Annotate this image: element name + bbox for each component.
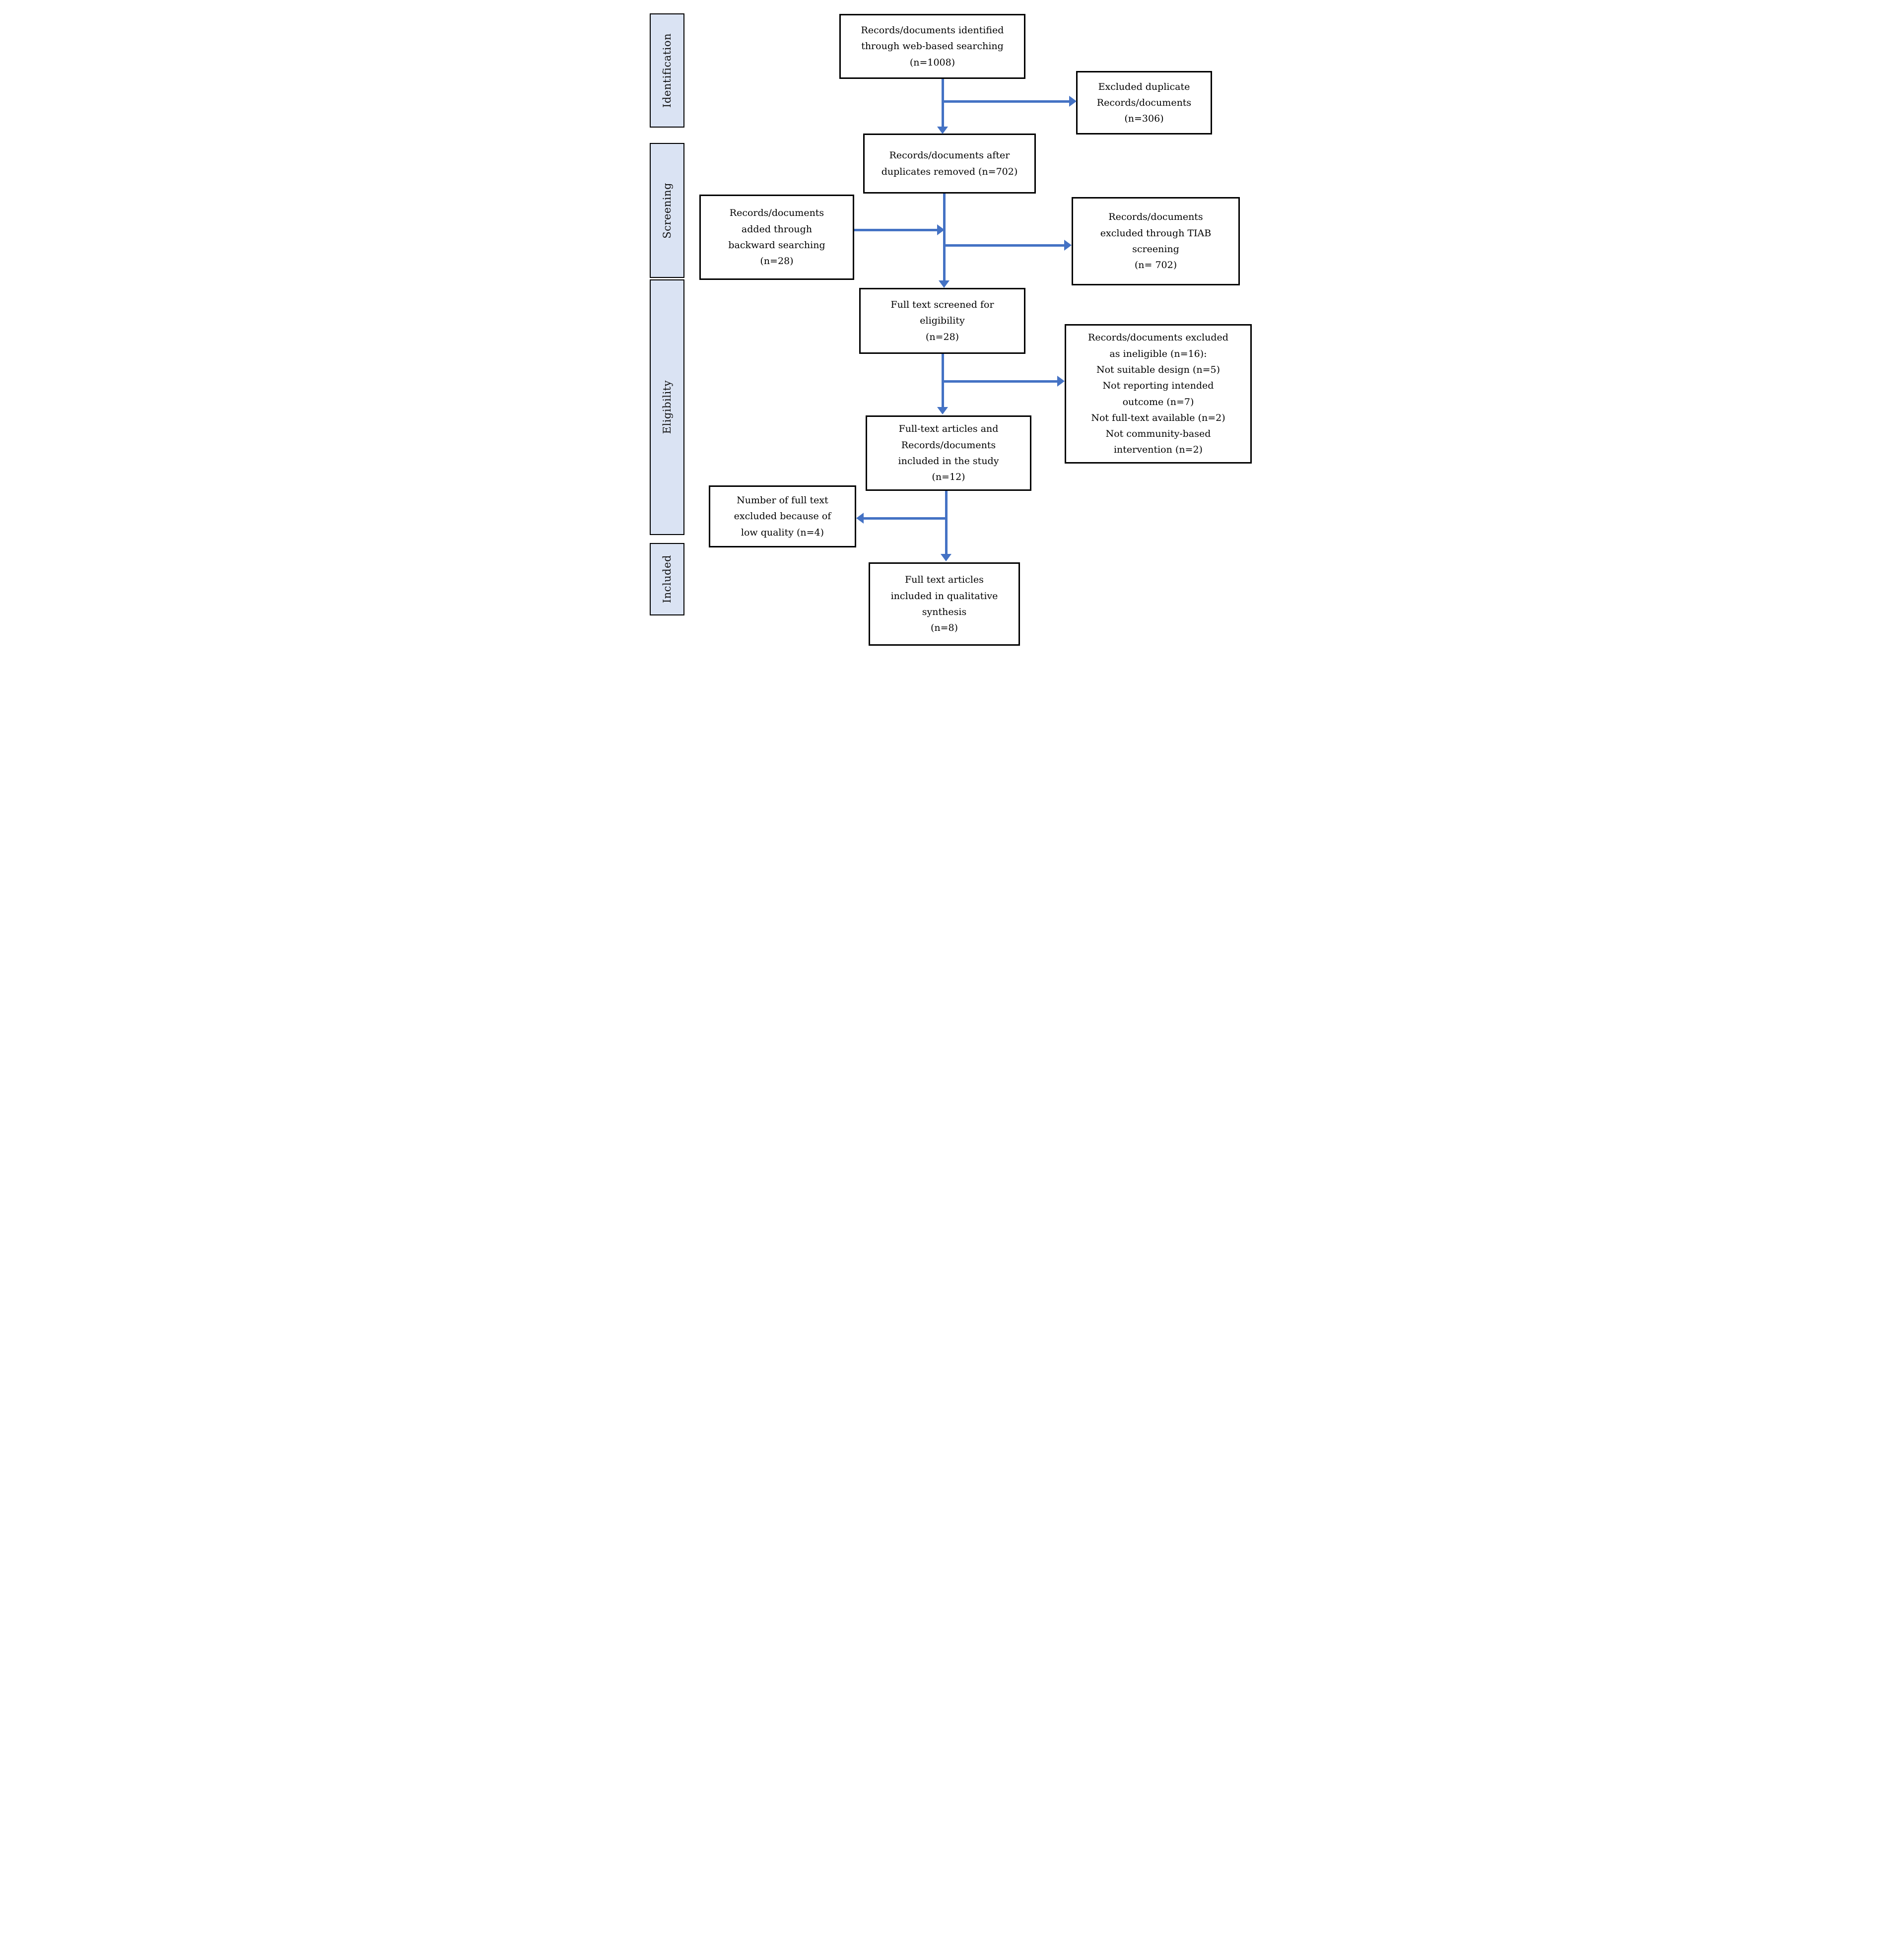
- connector-to-excluded-ineligible: [942, 380, 1057, 383]
- connector-to-excluded-tiab: [943, 244, 1064, 247]
- arrowhead-to-excluded-tiab: [1064, 240, 1072, 251]
- arrowhead-from-backward-searching: [937, 224, 945, 235]
- stage-included-label: Included: [661, 555, 673, 604]
- connector-afterdup-down: [943, 194, 946, 280]
- box-included-in-study: Full-text articles and Records/documents…: [866, 415, 1031, 491]
- stage-screening-label: Screening: [661, 182, 673, 239]
- stage-identification: Identification: [650, 13, 684, 128]
- stage-identification-label: Identification: [661, 33, 673, 108]
- arrowhead-to-excluded-duplicates: [1069, 96, 1077, 107]
- box-excluded-duplicates: Excluded duplicate Records/documents (n=…: [1076, 71, 1212, 135]
- connector-from-backward-searching: [854, 229, 937, 231]
- stage-eligibility: Eligibility: [650, 279, 684, 535]
- box-backward-searching: Records/documents added through backward…: [699, 195, 854, 280]
- arrowhead-to-after-duplicates: [937, 127, 948, 134]
- box-excluded-low-quality: Number of full text excluded because of …: [709, 485, 856, 547]
- connector-to-low-quality: [864, 517, 948, 520]
- box-records-identified: Records/documents identified through web…: [839, 14, 1025, 79]
- arrowhead-to-excluded-ineligible: [1057, 376, 1065, 387]
- stage-screening: Screening: [650, 143, 684, 278]
- arrowhead-to-low-quality: [856, 513, 864, 524]
- arrowhead-to-included-in-study: [937, 407, 948, 414]
- box-after-duplicates-removed: Records/documents after duplicates remov…: [863, 134, 1036, 194]
- connector-identified-down: [942, 79, 944, 127]
- box-excluded-tiab: Records/documents excluded through TIAB …: [1072, 197, 1240, 285]
- box-qualitative-synthesis: Full text articles included in qualitati…: [869, 562, 1020, 646]
- arrowhead-to-fulltext-screened: [939, 280, 950, 288]
- box-excluded-ineligible: Records/documents excluded as ineligible…: [1065, 324, 1252, 464]
- stage-included: Included: [650, 543, 684, 615]
- connector-to-excluded-duplicates: [942, 100, 1069, 103]
- connector-includedstudy-down: [945, 491, 948, 554]
- arrowhead-to-qualitative-synthesis: [941, 554, 951, 561]
- prisma-flow-diagram: Identification Screening Eligibility Inc…: [633, 0, 1267, 653]
- stage-eligibility-label: Eligibility: [661, 380, 673, 434]
- box-fulltext-screened: Full text screened for eligibility (n=28…: [859, 288, 1025, 354]
